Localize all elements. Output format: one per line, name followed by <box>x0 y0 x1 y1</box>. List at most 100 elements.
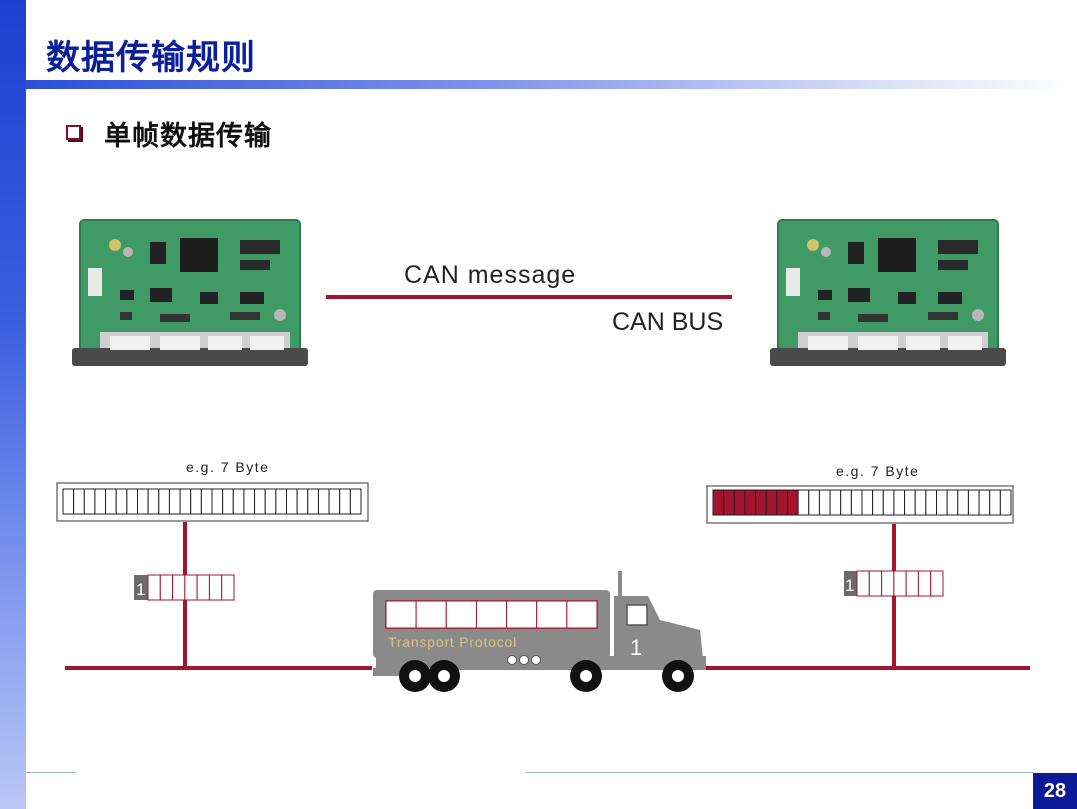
buffer-cell <box>339 488 351 515</box>
page-number: 28 <box>1033 773 1077 809</box>
buffer-cell <box>755 489 767 516</box>
title-underline <box>26 80 1077 89</box>
right-ecu-board <box>769 219 1007 367</box>
buffer-cell <box>317 488 330 515</box>
frame-cell <box>881 570 895 597</box>
truck-cell <box>475 600 508 629</box>
subtitle: 单帧数据传输 <box>104 121 272 152</box>
left-buffer <box>56 482 369 522</box>
buffer-cell <box>147 488 160 515</box>
buffer-cell <box>286 488 298 515</box>
truck-cell <box>385 600 417 629</box>
frame-cell <box>172 574 186 601</box>
right-frame: 1 <box>844 570 944 597</box>
truck-cell <box>415 600 447 629</box>
frame-cell <box>856 570 870 597</box>
buffer-cell <box>861 489 874 516</box>
footer-line <box>26 772 1033 773</box>
buffer-cell <box>712 489 725 516</box>
buffer-cell <box>733 489 746 516</box>
buffer-cell <box>307 488 319 515</box>
frame-cell <box>196 574 210 601</box>
truck: 1 Transport Protocol <box>373 571 706 692</box>
buffer-cell <box>776 489 788 516</box>
buffer-cell <box>850 489 863 516</box>
buffer-cell <box>62 488 75 515</box>
right-buffer <box>706 485 1014 524</box>
buffer-cell <box>243 488 256 515</box>
buffer-cell <box>957 489 969 516</box>
frame-cell <box>147 574 161 601</box>
buffer-cell <box>94 488 107 515</box>
truck-cell <box>566 600 598 629</box>
buffer-cell <box>744 489 757 516</box>
buffer-cell <box>967 489 980 516</box>
can-bus-label: CAN BUS <box>612 308 723 336</box>
buffer-cell <box>978 489 991 516</box>
truck-number: 1 <box>630 635 642 660</box>
buffer-cell <box>190 488 202 515</box>
left-buffer-label: e.g. 7 Byte <box>186 459 269 475</box>
buffer-cell <box>200 488 213 515</box>
buffer-cell <box>914 489 927 516</box>
buffer-cell <box>787 489 799 516</box>
buffer-cell <box>872 489 884 516</box>
buffer-cell <box>925 489 937 516</box>
buffer-cell <box>723 489 735 516</box>
truck-wheel <box>399 660 431 692</box>
buffer-cell <box>328 488 341 515</box>
frame-cell <box>930 570 944 597</box>
bullet-square-icon <box>66 125 81 140</box>
buffer-cell <box>179 488 192 515</box>
frame-cell <box>917 570 932 597</box>
buffer-cell <box>115 488 128 515</box>
buffer-cell <box>73 488 85 515</box>
frame-cell <box>208 574 223 601</box>
left-accent-bar <box>0 0 26 809</box>
right-buffer-label: e.g. 7 Byte <box>836 463 919 479</box>
buffer-cell <box>232 488 245 515</box>
buffer-cell <box>168 488 181 515</box>
buffer-cell <box>808 489 820 516</box>
buffer-cell <box>893 489 906 516</box>
buffer-cell <box>211 488 224 515</box>
buffer-cell <box>765 489 778 516</box>
frame-cell <box>893 570 907 597</box>
left-frame-number: 1 <box>136 580 145 599</box>
buffer-cell <box>989 489 1001 516</box>
frame-cell <box>868 570 883 597</box>
frame-cell <box>905 570 919 597</box>
truck-cell <box>536 600 568 629</box>
buffer-cell <box>222 488 234 515</box>
buffer-cell <box>946 489 959 516</box>
buffer-cell <box>126 488 139 515</box>
buffer-cell <box>137 488 149 515</box>
buffer-cell <box>296 488 309 515</box>
footer-gap <box>76 770 526 776</box>
truck-cell <box>445 600 477 629</box>
buffer-cell <box>818 489 831 516</box>
buffer-cell <box>275 488 287 515</box>
frame-cell <box>221 574 235 601</box>
truck-wheel <box>662 660 694 692</box>
right-frame-number: 1 <box>845 576 854 595</box>
buffer-cell <box>83 488 96 515</box>
buffer-cell <box>264 488 277 515</box>
truck-label: Transport Protocol <box>388 634 517 650</box>
buffer-cell <box>936 489 948 516</box>
buffer-cell <box>840 489 852 516</box>
buffer-cell <box>829 489 842 516</box>
buffer-cell <box>797 489 810 516</box>
buffer-cell <box>254 488 266 515</box>
frame-cell <box>184 574 198 601</box>
truck-cell <box>506 600 538 629</box>
page-title: 数据传输规则 <box>46 38 256 78</box>
frame-cell <box>159 574 174 601</box>
truck-wheel <box>428 660 460 692</box>
left-frame: 1 <box>134 574 235 601</box>
buffer-cell <box>904 489 916 516</box>
left-ecu-board <box>71 219 309 367</box>
buffer-cell <box>158 488 170 515</box>
truck-wheel <box>570 660 602 692</box>
buffer-cell <box>882 489 895 516</box>
